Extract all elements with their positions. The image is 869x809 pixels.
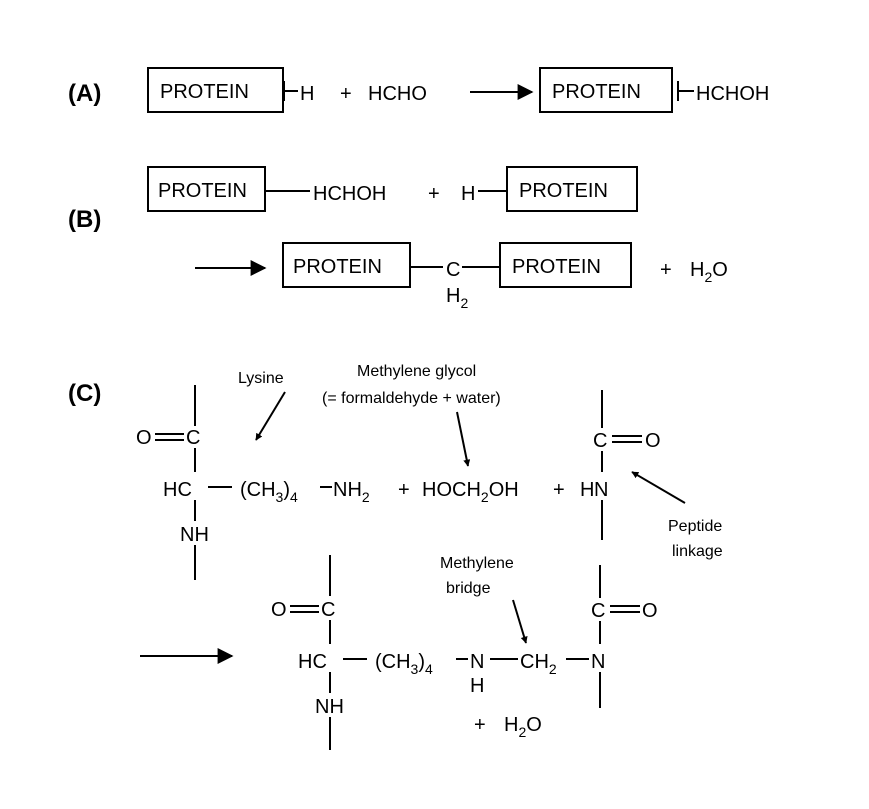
protein-box [147,67,284,113]
plus-sign: + [474,714,486,736]
amide-nitrogen: N [591,651,605,673]
carbonyl-carbon: C [593,430,607,452]
plus-sign: + [398,479,410,501]
protein-box [282,242,411,288]
plus-sign: + [660,259,672,281]
hydroxymethyl-group: HCHOH [313,183,386,205]
protein-label: PROTEIN [552,81,641,103]
methylene-hydrogens: H2 [446,285,468,311]
protein-box [506,166,638,212]
protein-label: PROTEIN [158,180,247,202]
lysine-side-chain: (CH3)4 [375,651,433,677]
methylene-glycol-annotation: Methylene glycol [357,363,476,380]
reaction-a: (A) PROTEIN H + HCHO PROTEIN HCHOH [68,67,769,113]
carbonyl-oxygen: O [271,599,287,621]
protein-box [499,242,632,288]
protein-label: PROTEIN [160,81,249,103]
reaction-b: (B) PROTEIN HCHOH + H PROTEIN PROTEIN C … [68,166,728,311]
hydroxymethyl-group: HCHOH [696,83,769,105]
protein-box [147,166,266,212]
peptide-pointer-arrow [631,471,686,504]
bridge-annotation-line-1: Methylene [440,555,514,572]
label-c: (C) [68,380,101,407]
protein-label: PROTEIN [512,256,601,278]
formaldehyde-formula: HCHO [368,83,427,105]
plus-sign: + [428,183,440,205]
amine-hydrogen: H [470,675,484,697]
label-a: (A) [68,80,101,107]
water-formula: H2O [504,714,542,740]
lysine-annotation: Lysine [238,370,284,387]
carbonyl-oxygen: O [642,600,658,622]
carbonyl-carbon: C [321,599,335,621]
peptide-annotation-line-1: Peptide [668,518,722,535]
amide-nh: NH [315,696,344,718]
carbonyl-carbon: C [186,427,200,449]
plus-sign: + [340,83,352,105]
amino-group: NH2 [333,479,370,505]
lysine-residue: O C HC (CH3)4 NH2 NH [136,385,370,580]
methylene-glycol-pointer-arrow [456,411,471,467]
methylene-glycol-note: (= formaldehyde + water) [322,390,501,407]
water-formula: H2O [690,259,728,285]
amide-hydrogen: H [580,479,594,501]
methylene-bridge-formula: CH2 [520,651,557,677]
methylene-carbon: C [446,259,460,281]
carbonyl-carbon: C [591,600,605,622]
hydrogen-atom: H [300,83,314,105]
protein-label: PROTEIN [293,256,382,278]
lysine-side-chain: (CH3)4 [240,479,298,505]
lysine-pointer-arrow [255,391,286,441]
bridge-pointer-arrow [512,599,528,644]
alpha-carbon: HC [163,479,192,501]
carbonyl-oxygen: O [645,430,661,452]
peptide-linkage: C O H N [580,390,661,540]
carbonyl-oxygen: O [136,427,152,449]
alpha-carbon: HC [298,651,327,673]
protein-label: PROTEIN [519,180,608,202]
crosslinked-product: O C HC (CH3)4 N H CH2 N NH C O [271,555,658,750]
amine-nitrogen: N [470,651,484,673]
protein-box [539,67,673,113]
hydrogen-atom: H [461,183,475,205]
peptide-annotation-line-2: linkage [672,543,723,560]
plus-sign: + [553,479,565,501]
reaction-c: (C) Lysine Methylene glycol (= formaldeh… [68,363,723,750]
amide-nh: NH [180,524,209,546]
methylene-glycol-formula: HOCH2OH [422,479,519,505]
bridge-annotation-line-2: bridge [446,580,491,597]
amide-nitrogen: N [594,479,608,501]
label-b: (B) [68,206,101,233]
